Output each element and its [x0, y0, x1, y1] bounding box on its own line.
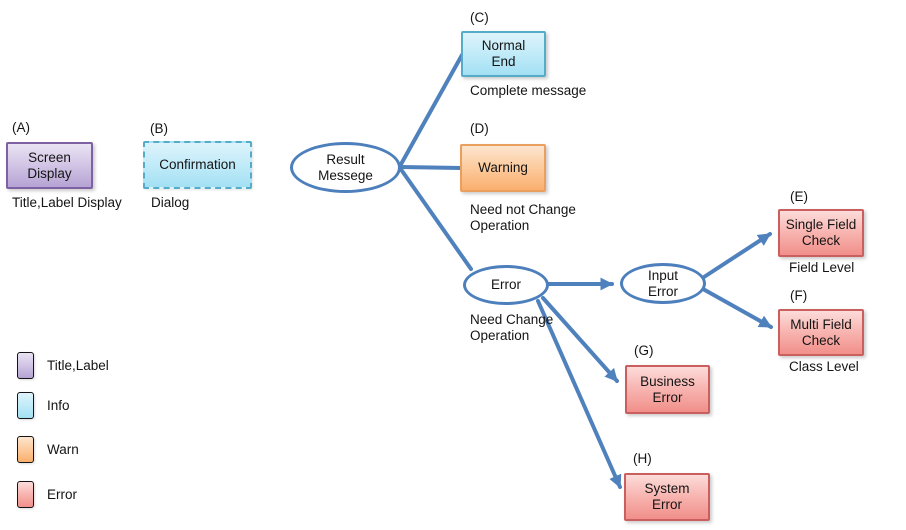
node-warning: Warning: [460, 144, 546, 192]
node-tag-g: (G): [634, 343, 654, 358]
legend-label-title-label: Title,Label: [47, 358, 109, 373]
node-confirmation: Confirmation: [143, 141, 252, 189]
connector-input-to-multi-field: [701, 287, 773, 329]
caption-error: Need Change Operation: [470, 312, 554, 343]
caption-single-field-check: Field Level: [789, 260, 855, 275]
oval-error: Error: [463, 265, 549, 305]
node-screen-display: Screen Display: [6, 142, 93, 189]
node-tag-h: (H): [633, 451, 652, 466]
caption-multi-field-check: Class Level: [789, 359, 859, 374]
node-tag-a: (A): [12, 120, 30, 135]
node-tag-b: (B): [150, 121, 168, 136]
connector-result-to-normal-end: [398, 53, 464, 168]
caption-confirmation: Dialog: [151, 195, 190, 210]
connector-result-to-warning: [399, 165, 463, 170]
node-tag-d: (D): [470, 121, 489, 136]
legend-label-error: Error: [47, 487, 77, 502]
connector-error-to-business-error: [541, 296, 619, 383]
legend-swatch-info: [17, 392, 34, 419]
node-tag-f: (F): [790, 288, 808, 303]
legend-label-info: Info: [47, 398, 70, 413]
caption-screen-display: Title,Label Display: [12, 195, 122, 210]
node-tag-e: (E): [790, 189, 808, 204]
caption-warning: Need not Change Operation: [470, 202, 576, 233]
node-normal-end: Normal End: [461, 31, 546, 77]
legend-swatch-warn: [17, 436, 34, 463]
node-business-error: Business Error: [625, 365, 710, 414]
legend-swatch-title-label: [17, 352, 34, 379]
node-single-field-check: Single Field Check: [778, 209, 864, 257]
oval-result-message: Result Messege: [290, 142, 401, 193]
connector-input-to-single-field: [702, 232, 772, 279]
caption-normal-end: Complete message: [470, 83, 587, 98]
node-tag-c: (C): [470, 10, 489, 25]
connector-result-to-error: [398, 166, 473, 271]
legend-swatch-error: [17, 481, 34, 508]
oval-input-error: Input Error: [620, 263, 706, 304]
node-system-error: System Error: [624, 473, 710, 521]
legend-label-warn: Warn: [47, 442, 79, 457]
node-multi-field-check: Multi Field Check: [778, 309, 864, 356]
connector-error-to-system-error: [536, 299, 622, 489]
